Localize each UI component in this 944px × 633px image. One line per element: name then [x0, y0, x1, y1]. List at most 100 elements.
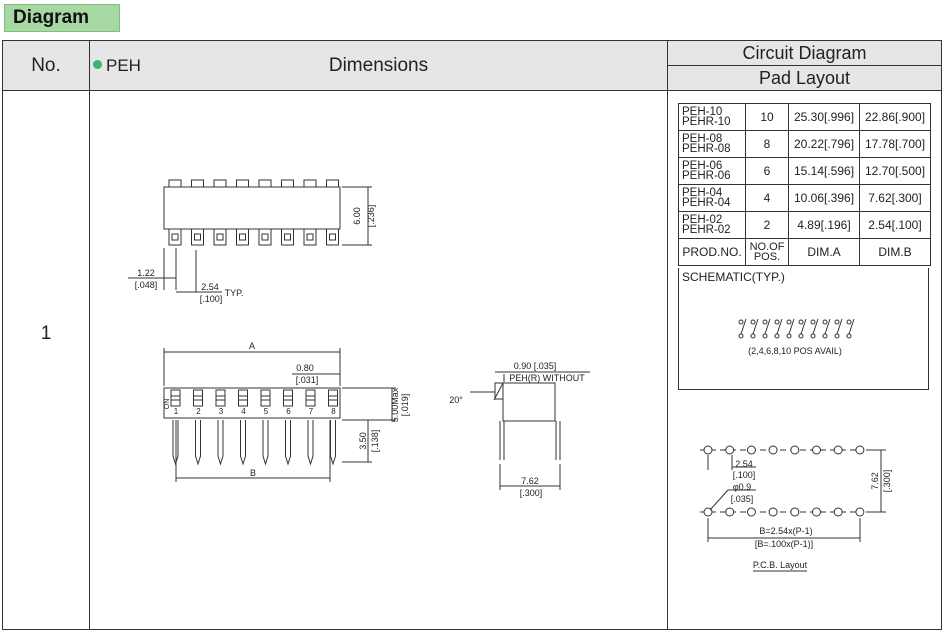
pin-top-inner — [171, 233, 179, 241]
schem-switch-arm — [752, 318, 759, 335]
pin-top — [258, 228, 272, 246]
pad-formula-mm: B=2.54x(P-1) — [759, 526, 812, 536]
schem-switch-arm — [800, 318, 807, 335]
lead-pin — [285, 420, 291, 466]
header-dimensions: Dimensions — [90, 41, 668, 91]
dim-height-in: [.236] — [366, 205, 376, 228]
pad-hole — [790, 445, 800, 455]
pad-hole — [790, 507, 800, 517]
switch-actuator — [260, 389, 271, 407]
schem-switch-arm — [848, 318, 855, 335]
pin-top — [303, 228, 317, 246]
schem-contact — [786, 319, 792, 325]
pin-top — [281, 228, 294, 246]
pad-hole — [768, 445, 778, 455]
dimension-drawing: 6.00 [.236] 1.22 [.048] 2.54 [.100] TYP.… — [128, 179, 590, 498]
schematic-title: SCHEMATIC(TYP.) — [682, 270, 785, 284]
actuator-top — [236, 179, 249, 188]
pad-hole — [703, 445, 713, 455]
switch-number: 4 — [241, 407, 246, 416]
col-prod: PROD.NO. — [678, 238, 746, 266]
divider — [667, 90, 668, 629]
schem-contact — [750, 333, 756, 339]
dim-side-width: 0.90 [.035] — [514, 361, 557, 371]
section-tag: Diagram — [4, 4, 120, 32]
switch-number: 1 — [174, 407, 179, 416]
schem-contact — [846, 319, 852, 325]
switch-actuator — [305, 389, 316, 407]
pad-row-in: [.300] — [882, 470, 892, 493]
pad-hole — [855, 507, 865, 517]
pad-hole — [812, 507, 821, 517]
lead-pin — [330, 420, 336, 466]
schem-switch-arm — [788, 318, 795, 335]
actuator-top — [258, 179, 272, 188]
schem-contact — [822, 333, 828, 339]
col-dim-b: DIM.B — [859, 238, 931, 266]
series-name: PEH — [106, 56, 141, 75]
dim-b-value: 12.70[.500] — [859, 157, 931, 185]
header-pad-layout: Pad Layout — [758, 68, 851, 88]
dim-a-value: 20.22[.796] — [788, 130, 860, 158]
pin-top-inner — [261, 233, 269, 241]
dim-b-value: 22.86[.900] — [859, 103, 931, 131]
spec-grid: No. Dimensions Circuit Diagram Pad Layou… — [2, 40, 942, 630]
switch-actuator — [193, 389, 203, 407]
actuator-top — [191, 179, 204, 188]
pin-top — [326, 228, 339, 246]
series-label: PEH — [93, 56, 141, 76]
schem-contact — [810, 319, 816, 325]
header-no: No. — [3, 41, 90, 91]
pin-top — [213, 228, 227, 246]
row-number: 1 — [40, 323, 52, 344]
switch-number: 6 — [286, 407, 291, 416]
dim-row-spacing-in: [.300] — [520, 488, 543, 498]
pad-hole — [725, 445, 735, 455]
dim-a: A — [249, 341, 255, 351]
dim-typ: TYP. — [225, 288, 244, 298]
switch-actuator — [238, 389, 248, 407]
dim-height: 6.00 — [352, 207, 362, 225]
pad-hole: φ0.9 — [733, 482, 751, 492]
dim-a-value: 10.06[.396] — [788, 184, 860, 212]
positions: 10 — [745, 103, 789, 131]
pad-hole — [768, 507, 778, 517]
actuator-top — [326, 179, 339, 188]
lead-pin — [307, 420, 314, 466]
pad-formula-in: [B=.100x(P-1)] — [755, 539, 813, 549]
dim-gap: 0.80 — [296, 363, 314, 373]
schem-contact — [798, 333, 804, 339]
schem-contact — [822, 319, 828, 325]
dim-lead-in: [.138] — [370, 430, 380, 453]
schem-contact — [834, 333, 840, 339]
lead-pin — [240, 420, 246, 466]
pad-hole — [746, 507, 756, 517]
pin-top-inner — [216, 233, 224, 241]
pad-hole-in: [.035] — [731, 494, 754, 504]
pin-top-inner — [284, 233, 291, 241]
dim-pitch-in: [.100] — [200, 294, 223, 304]
pad-hole — [746, 445, 756, 455]
pad-pitch: 2.54 — [735, 459, 753, 469]
bullet-icon — [93, 60, 102, 70]
schematic-drawing: (2,4,6,8,10 POS AVAIL) — [738, 318, 855, 356]
pin-top-inner — [194, 233, 201, 241]
switch-number: 5 — [264, 407, 269, 416]
dim-side-note: PEH(R) WITHOUT — [509, 373, 585, 383]
schem-contact — [738, 333, 744, 339]
dim-row-spacing: 7.62 — [521, 476, 539, 486]
switch-number: 7 — [309, 407, 314, 416]
schem-contact — [786, 333, 792, 339]
dim-b: B — [250, 468, 256, 478]
switch-number: 2 — [196, 407, 201, 416]
schematic-box: SCHEMATIC(TYP.) (2,4,6,8,10 POS AVAIL) — [678, 268, 929, 390]
schem-contact — [798, 319, 804, 325]
pad-hole — [855, 445, 865, 455]
